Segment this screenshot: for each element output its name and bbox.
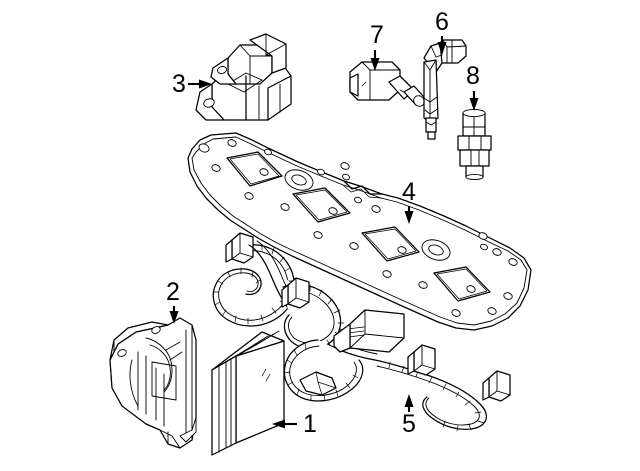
part-control-module-bracket[interactable] [109,317,197,449]
harness-junction-module [333,309,405,353]
callout-1-number: 1 [303,410,317,438]
callout-6-number: 6 [435,8,449,36]
callout-6-arrowhead [437,42,447,55]
harness-connector-c [407,344,436,376]
callout-7-number: 7 [370,21,384,49]
callout-1-arrowhead [272,419,285,429]
callout-4-number: 4 [402,178,416,206]
part-intake-manifold-gasket[interactable] [187,132,532,331]
callout-5-arrowhead [404,394,414,407]
callout-8[interactable]: 8 [466,62,480,111]
harness-connector-a [225,232,254,264]
callout-1[interactable]: 1 [272,410,317,438]
part-spark-plug-boot[interactable] [423,39,467,140]
part-engine-wiring-harness[interactable] [212,232,511,432]
callout-5-number: 5 [402,410,416,438]
callout-3-arrowhead [199,79,212,89]
part-ignition-coil[interactable] [195,33,292,121]
harness-connector-b [281,277,310,309]
part-camshaft-position-sensor[interactable] [349,61,427,108]
callout-8-number: 8 [466,62,480,90]
callout-3[interactable]: 3 [172,70,212,98]
callout-7-arrowhead [370,58,380,71]
harness-connector-d [482,370,511,402]
part-engine-control-module[interactable] [211,330,285,456]
callout-4-arrowhead [404,211,414,224]
callout-6[interactable]: 6 [435,8,449,55]
callout-2-arrowhead [169,311,179,324]
callout-5[interactable]: 5 [402,394,416,438]
callout-4[interactable]: 4 [402,178,416,224]
part-knock-sensor[interactable] [457,108,492,181]
callout-2-number: 2 [166,278,180,306]
callout-3-number: 3 [172,70,186,98]
callout-7[interactable]: 7 [370,21,384,71]
callout-8-arrowhead [469,98,479,111]
callout-2[interactable]: 2 [166,278,180,324]
